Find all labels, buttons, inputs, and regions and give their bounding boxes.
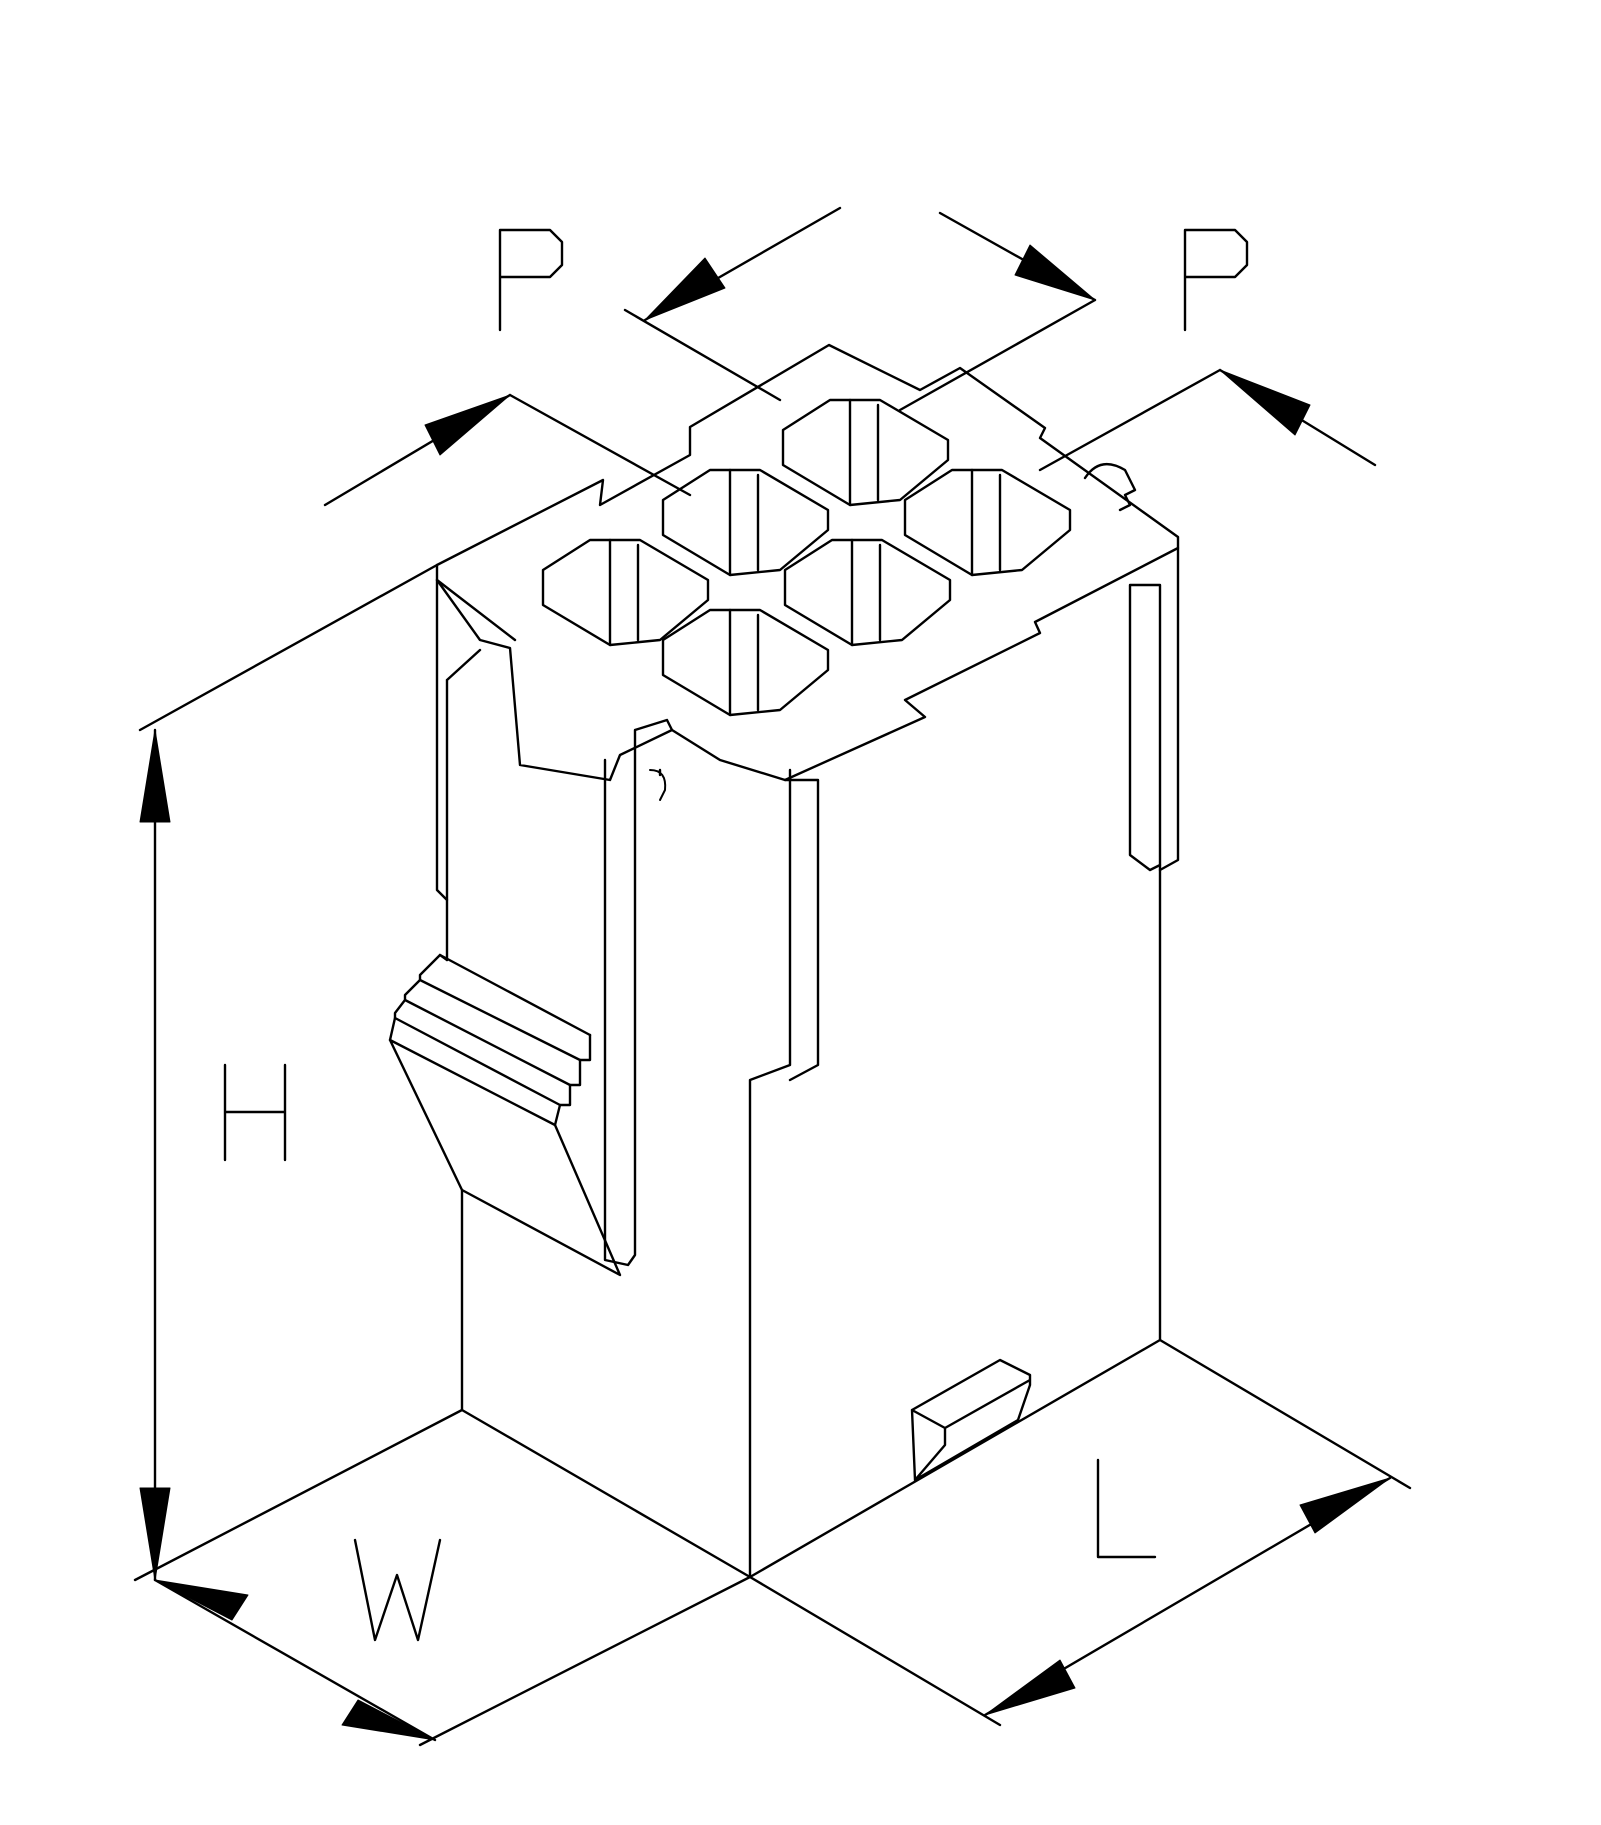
width-label bbox=[353, 1538, 442, 1642]
connector-body bbox=[388, 343, 1180, 1579]
locking-ramp bbox=[388, 953, 622, 1277]
pitch-left-dim-line bbox=[323, 308, 782, 507]
top-face-outline bbox=[435, 343, 1180, 782]
width-arrow-left bbox=[154, 1579, 249, 1621]
width-arrow-right bbox=[341, 1699, 436, 1741]
height-dim-line bbox=[133, 563, 464, 1582]
pitch-right-dim-line bbox=[1038, 368, 1377, 472]
pitch-top-dim-line bbox=[643, 206, 1097, 412]
length-arrow-right bbox=[1299, 1477, 1391, 1534]
pitch-top-arrow-left bbox=[644, 257, 726, 321]
dimension-lines bbox=[133, 206, 1412, 1747]
length-dim-line bbox=[748, 1338, 1412, 1727]
width-dim-line bbox=[153, 1575, 752, 1747]
label-glyphs bbox=[223, 228, 1249, 1642]
right-latch-rail bbox=[1128, 546, 1180, 872]
height-label bbox=[223, 1063, 287, 1162]
bottom-catch bbox=[910, 1358, 1032, 1482]
front-face bbox=[435, 578, 792, 1579]
latch-channel bbox=[603, 718, 674, 1267]
pitch-top-arrow-right bbox=[1014, 244, 1096, 301]
height-arrow-bottom bbox=[139, 1487, 171, 1581]
pitch-right-arrow bbox=[1219, 369, 1311, 436]
pitch-label-left bbox=[498, 228, 564, 332]
height-arrow-top bbox=[139, 729, 171, 823]
front-rib bbox=[435, 578, 517, 902]
length-arrow-left bbox=[984, 1659, 1076, 1716]
latch-hook bbox=[649, 769, 667, 801]
pitch-label-right bbox=[1183, 228, 1249, 332]
pitch-left-arrow bbox=[424, 394, 511, 456]
length-label bbox=[1096, 1458, 1157, 1559]
terminal-cavities bbox=[541, 398, 1072, 717]
top-right-tab bbox=[1083, 462, 1137, 512]
